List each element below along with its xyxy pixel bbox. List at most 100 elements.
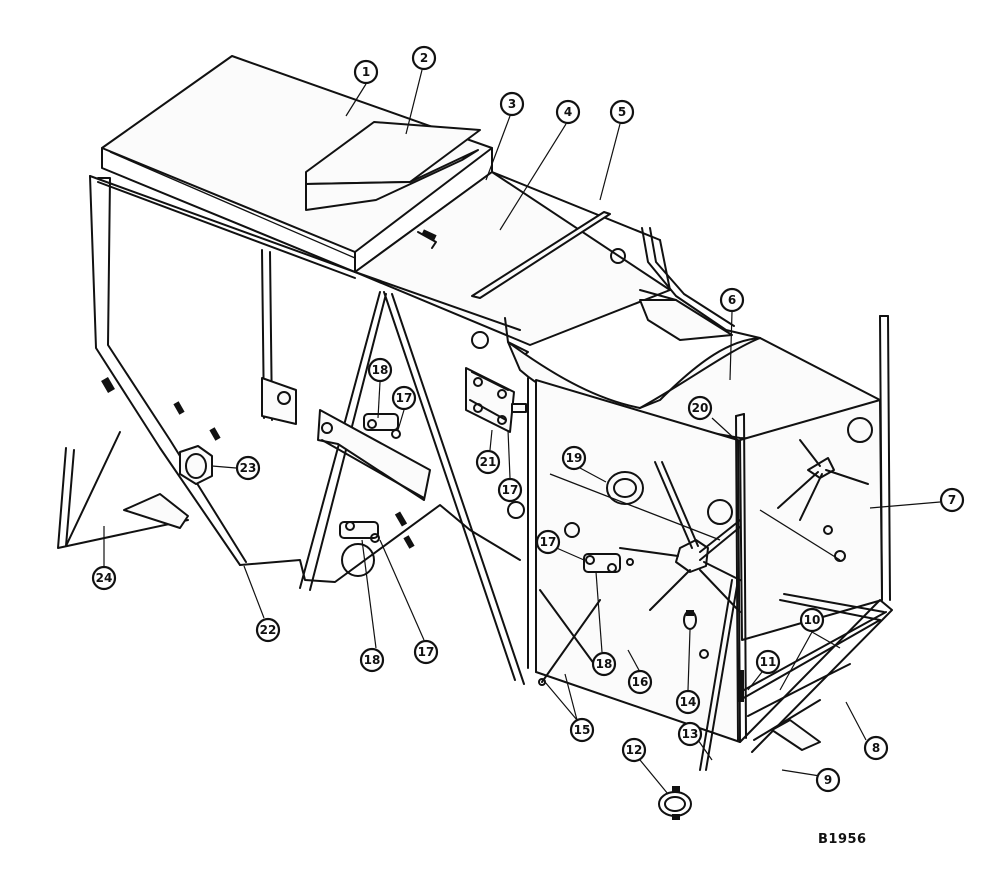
callout-number: 12 <box>626 743 643 757</box>
callout-17: 17 <box>413 639 439 665</box>
access-latch <box>465 367 527 433</box>
callout-number: 21 <box>480 455 497 469</box>
left-lower-clamp <box>339 521 380 543</box>
callout-6: 6 <box>719 287 745 313</box>
callout-circle <box>627 669 653 695</box>
callout-circle <box>863 735 889 761</box>
front-rod <box>699 579 739 771</box>
callout-circle <box>91 565 117 591</box>
grommet <box>179 445 213 485</box>
callout-23: 23 <box>235 455 261 481</box>
callout-circle <box>675 689 701 715</box>
callout-number: 16 <box>632 675 649 689</box>
callout-number: 17 <box>396 391 413 405</box>
callout-number: 22 <box>260 623 277 637</box>
reference-code: B1956 <box>818 832 867 847</box>
callout-number: 9 <box>824 773 832 787</box>
callout-circle <box>677 721 703 747</box>
callout-12: 12 <box>621 737 647 763</box>
callout-number: 15 <box>574 723 591 737</box>
callout-circle <box>569 717 595 743</box>
callout-number: 1 <box>362 65 370 79</box>
callout-circle <box>391 385 417 411</box>
callout-number: 18 <box>596 657 613 671</box>
callout-18: 18 <box>359 647 385 673</box>
callout-22: 22 <box>255 617 281 643</box>
callout-circle <box>353 59 379 85</box>
callout-9: 9 <box>815 767 841 793</box>
callout-circle <box>815 767 841 793</box>
callout-circle <box>255 617 281 643</box>
callout-number: 24 <box>96 571 113 585</box>
callout-16: 16 <box>627 669 653 695</box>
hose-clamp <box>658 786 692 820</box>
callout-number: 5 <box>618 105 626 119</box>
callout-circle <box>497 477 523 503</box>
callout-18: 18 <box>591 651 617 677</box>
long-strip <box>471 211 611 299</box>
callout-24: 24 <box>91 565 117 591</box>
callout-number: 7 <box>948 493 956 507</box>
lower-left-bracket <box>57 431 189 549</box>
callout-circle <box>359 647 385 673</box>
bottom-cross-frame <box>738 593 893 753</box>
callout-2: 2 <box>411 45 437 71</box>
leader-lines <box>103 69 941 795</box>
callout-number: 3 <box>508 97 516 111</box>
callout-circle <box>411 45 437 71</box>
callout-circle <box>609 99 635 125</box>
cover-plate <box>305 121 481 211</box>
callout-17: 17 <box>391 385 417 411</box>
callout-number: 18 <box>364 653 381 667</box>
callout-circle <box>939 487 965 513</box>
callout-20: 20 <box>687 395 713 421</box>
callout-circle <box>755 649 781 675</box>
callout-number: 20 <box>692 401 709 415</box>
callout-circle <box>499 91 525 117</box>
left-panel-bracket <box>317 409 431 501</box>
callout-3: 3 <box>499 91 525 117</box>
callout-number: 14 <box>680 695 697 709</box>
callout-circle <box>475 449 501 475</box>
callout-8: 8 <box>863 735 889 761</box>
callout-circle <box>235 455 261 481</box>
callout-1: 1 <box>353 59 379 85</box>
callout-number: 17 <box>502 483 519 497</box>
callout-11: 11 <box>755 649 781 675</box>
callout-number: 2 <box>420 51 428 65</box>
callout-15: 15 <box>569 717 595 743</box>
callout-number: 6 <box>728 293 736 307</box>
callout-14: 14 <box>675 689 701 715</box>
callout-number: 17 <box>540 535 557 549</box>
callout-5: 5 <box>609 99 635 125</box>
callout-21: 21 <box>475 449 501 475</box>
callout-circle <box>413 639 439 665</box>
callout-19: 19 <box>561 445 587 471</box>
callout-circle <box>799 607 825 633</box>
callout-number: 10 <box>804 613 821 627</box>
callout-number: 8 <box>872 741 880 755</box>
callout-number: 17 <box>418 645 435 659</box>
callout-4: 4 <box>555 99 581 125</box>
callout-circle <box>561 445 587 471</box>
callout-10: 10 <box>799 607 825 633</box>
small-fitting <box>683 610 697 630</box>
callout-number: 11 <box>760 655 777 669</box>
callout-circle <box>687 395 713 421</box>
callout-number: 4 <box>564 105 572 119</box>
callout-circle <box>555 99 581 125</box>
callout-circle <box>719 287 745 313</box>
curved-panel <box>507 227 881 441</box>
callout-7: 7 <box>939 487 965 513</box>
callout-number: 23 <box>240 461 257 475</box>
right-box-panel <box>739 399 883 641</box>
front-right-post <box>735 413 747 741</box>
callout-18: 18 <box>367 357 393 383</box>
callout-17: 17 <box>497 477 523 503</box>
callout-17: 17 <box>535 529 561 555</box>
callout-circle <box>591 651 617 677</box>
callout-number: 18 <box>372 363 389 377</box>
